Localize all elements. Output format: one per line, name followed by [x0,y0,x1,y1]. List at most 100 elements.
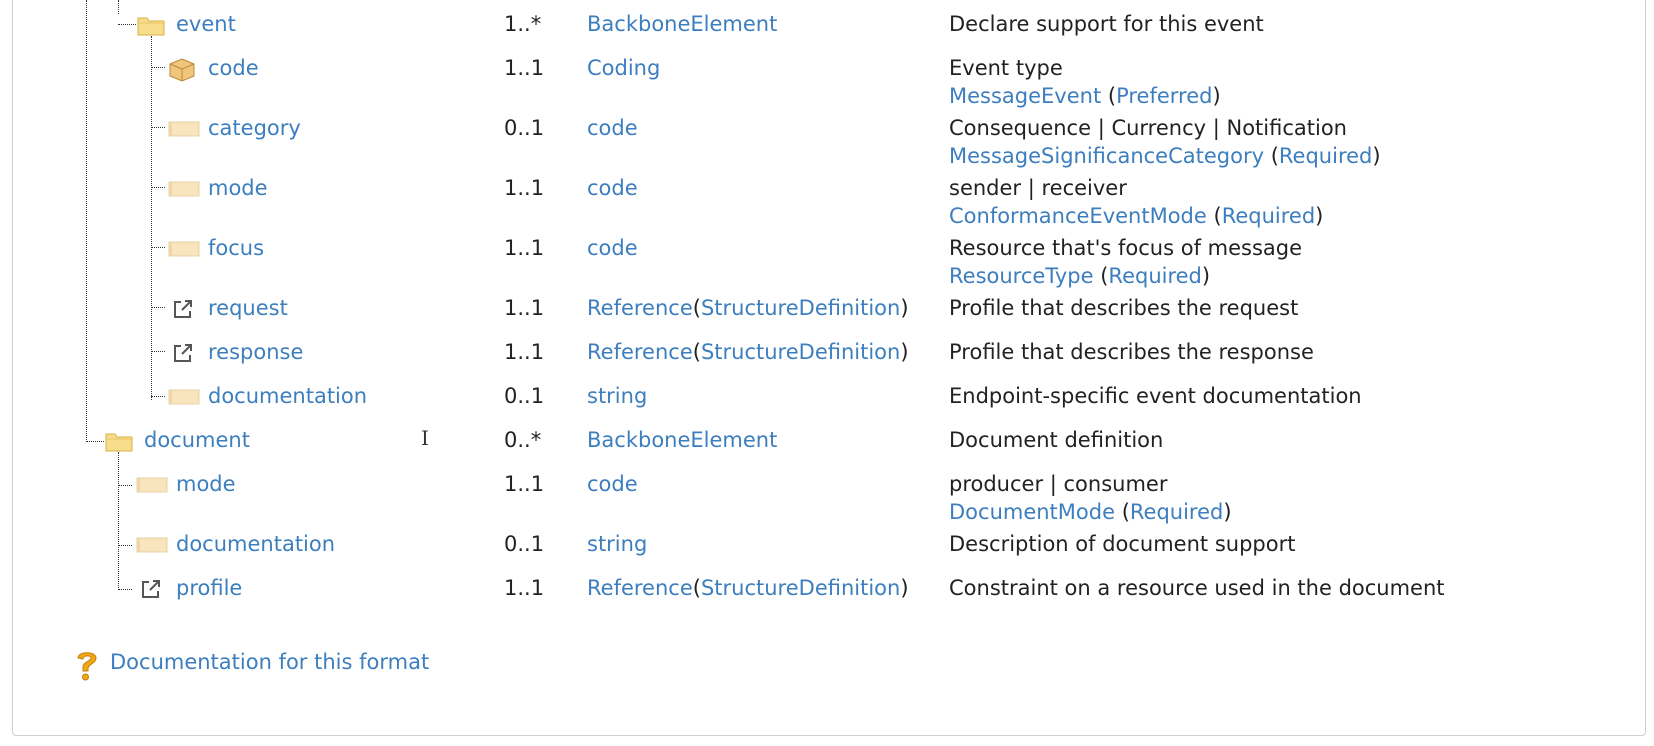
type-link[interactable]: string [587,384,648,408]
element-name[interactable]: document [144,428,250,452]
strength-link[interactable]: Preferred [1116,84,1213,108]
type-link[interactable]: code [587,472,638,496]
element-name[interactable]: response [208,340,304,364]
table-row: mode 1..1 code producer | consumer Docum… [0,470,1654,524]
tree-line [151,36,152,400]
type-link[interactable]: string [587,532,648,556]
table-row: focus 1..1 code Resource that's focus of… [0,234,1654,288]
tree-line [86,441,104,442]
description: Declare support for this event [949,12,1264,36]
strength-link[interactable]: Required [1129,500,1224,524]
table-row: code 1..1 Coding Event type MessageEvent… [0,54,1654,108]
reference-link[interactable]: Reference [587,340,693,364]
cardinality: 1..1 [504,576,545,600]
tree-line [118,24,136,25]
element-name[interactable]: profile [176,576,243,600]
element-name[interactable]: documentation [208,384,368,408]
help-icon[interactable] [72,648,102,682]
tree-line [118,485,132,486]
description: Document definition [949,428,1164,452]
primitive-icon [168,389,200,405]
table-row: response 1..1 Reference(StructureDefinit… [0,338,1654,366]
table-row: documentation 0..1 string Description of… [0,530,1654,558]
cardinality: 1..1 [504,472,545,496]
tree-line [118,452,119,590]
type-link[interactable]: code [587,176,638,200]
strength-link[interactable]: Required [1278,144,1373,168]
type-cell: Reference(StructureDefinition) [587,340,909,364]
description: Constraint on a resource used in the doc… [949,576,1445,600]
structure-panel [12,0,1646,736]
cardinality: 0..1 [504,532,545,556]
table-row: mode 1..1 code sender | receiver Conform… [0,174,1654,228]
element-name[interactable]: category [208,116,301,140]
reference-icon [142,580,160,598]
valueset-link[interactable]: ResourceType [949,264,1094,288]
description: Endpoint-specific event documentation [949,384,1362,408]
description: Consequence | Currency | Notification [949,116,1347,140]
type-link[interactable]: BackboneElement [587,428,778,452]
valueset-link[interactable]: DocumentMode [949,500,1116,524]
primitive-icon [168,181,200,197]
type-cell: Reference(StructureDefinition) [587,296,909,320]
table-row: document 0..* BackboneElement Document d… [0,426,1654,454]
folder-icon [105,433,133,452]
table-row: category 0..1 code Consequence | Currenc… [0,114,1654,168]
target-link[interactable]: StructureDefinition [700,576,901,600]
cardinality: 1..1 [504,176,545,200]
type-cell: Reference(StructureDefinition) [587,576,909,600]
primitive-icon [136,537,168,553]
valueset-link[interactable]: MessageSignificanceCategory [949,144,1265,168]
cardinality: 0..1 [504,384,545,408]
description: Description of document support [949,532,1296,556]
text-cursor: I [421,426,429,450]
tree-line [151,247,165,248]
element-name[interactable]: code [208,56,259,80]
element-name[interactable]: event [176,12,236,36]
type-link[interactable]: Coding [587,56,661,80]
binding-line: MessageEvent (Preferred) [949,84,1221,108]
binding-line: MessageSignificanceCategory (Required) [949,144,1381,168]
element-name[interactable]: documentation [176,532,336,556]
cardinality: 1..1 [504,296,545,320]
primitive-icon [168,121,200,137]
description: Resource that's focus of message [949,236,1303,260]
primitive-icon [136,477,168,493]
tree-line [118,0,119,14]
element-name[interactable]: focus [208,236,265,260]
element-name[interactable]: request [208,296,288,320]
element-name[interactable]: mode [208,176,268,200]
cardinality: 1..1 [504,56,545,80]
valueset-link[interactable]: ConformanceEventMode [949,204,1207,228]
reference-link[interactable]: Reference [587,296,693,320]
primitive-icon [168,241,200,257]
target-link[interactable]: StructureDefinition [700,296,901,320]
tree-line [151,351,165,352]
target-link[interactable]: StructureDefinition [700,340,901,364]
description: producer | consumer [949,472,1168,496]
strength-link[interactable]: Required [1108,264,1202,288]
strength-link[interactable]: Required [1221,204,1316,228]
description: sender | receiver [949,176,1127,200]
documentation-link[interactable]: Documentation for this format [110,650,430,674]
tree-line [151,307,165,308]
valueset-link[interactable]: MessageEvent [949,84,1102,108]
binding-line: DocumentMode (Required) [949,500,1232,524]
folder-icon [137,17,165,36]
tree-line [151,127,165,128]
cardinality: 1..1 [504,236,545,260]
table-row: profile 1..1 Reference(StructureDefiniti… [0,574,1654,602]
tree-line [151,67,165,68]
type-link[interactable]: code [587,236,638,260]
reference-icon [174,344,192,362]
cardinality: 0..1 [504,116,545,140]
type-link[interactable]: code [587,116,638,140]
cardinality: 1..1 [504,340,545,364]
binding-line: ConformanceEventMode (Required) [949,204,1324,228]
element-name[interactable]: mode [176,472,236,496]
type-link[interactable]: BackboneElement [587,12,778,36]
tree-line [118,545,132,546]
reference-link[interactable]: Reference [587,576,693,600]
binding-line: ResourceType (Required) [949,264,1211,288]
tree-line [86,0,87,442]
